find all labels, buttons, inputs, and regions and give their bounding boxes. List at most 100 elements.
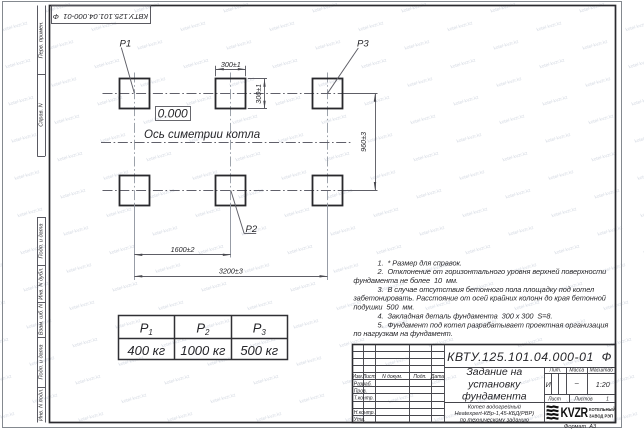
svg-text:kotel-kvzr.kz: kotel-kvzr.kz — [72, 336, 99, 348]
svg-text:И: И — [546, 380, 552, 389]
svg-text:kotel-kvzr.kz: kotel-kvzr.kz — [284, 206, 311, 218]
svg-text:kotel-kvzr.kz: kotel-kvzr.kz — [0, 336, 10, 348]
svg-text:Взам. шб. N: Взам. шб. N — [39, 303, 45, 335]
svg-text:kotel-kvzr.kz: kotel-kvzr.kz — [459, 169, 486, 181]
svg-text:kotel-kvzr.kz: kotel-kvzr.kz — [0, 299, 7, 311]
svg-text:Перв. примен.: Перв. примен. — [39, 21, 45, 58]
svg-text:Пров.: Пров. — [354, 388, 367, 394]
svg-text:kotel-kvzr.kz: kotel-kvzr.kz — [78, 411, 105, 423]
svg-text:kotel-kvzr.kz: kotel-kvzr.kz — [2, 20, 29, 32]
svg-text:kotel-kvzr.kz: kotel-kvzr.kz — [517, 336, 544, 348]
svg-text:kotel-kvzr.kz: kotel-kvzr.kz — [94, 57, 121, 69]
svg-text:kotel-kvzr.kz: kotel-kvzr.kz — [407, 76, 434, 88]
svg-text:Heatexpert-КВр-1,45-КБД(РВР): Heatexpert-КВр-1,45-КБД(РВР) — [454, 411, 534, 417]
svg-text:kotel-kvzr.kz: kotel-kvzr.kz — [183, 57, 210, 69]
svg-text:P3: P3 — [357, 39, 369, 50]
svg-text:kotel-kvzr.kz: kotel-kvzr.kz — [370, 169, 397, 181]
svg-text:по техническому заданию: по техническому заданию — [460, 417, 530, 423]
svg-text:Лист: Лист — [362, 374, 376, 380]
svg-text:ЗАВОД РЭП: ЗАВОД РЭП — [589, 413, 613, 418]
svg-text:kotel-kvzr.kz: kotel-kvzr.kz — [631, 94, 644, 106]
svg-text:kotel-kvzr.kz: kotel-kvzr.kz — [410, 113, 437, 125]
svg-text:Дата: Дата — [430, 374, 444, 380]
svg-text:kotel-kvzr.kz: kotel-kvzr.kz — [609, 373, 636, 385]
svg-text:kotel-kvzr.kz: kotel-kvzr.kz — [8, 94, 35, 106]
svg-text:5. Фундамент под котел разраб: 5. Фундамент под котел разрабатывает про… — [378, 320, 609, 329]
svg-text:kotel-kvzr.kz: kotel-kvzr.kz — [367, 132, 394, 144]
svg-text:kotel-kvzr.kz: kotel-kvzr.kz — [628, 57, 644, 69]
svg-text:kotel-kvzr.kz: kotel-kvzr.kz — [247, 299, 274, 311]
svg-text:kotel-kvzr.kz: kotel-kvzr.kz — [0, 373, 13, 385]
svg-text:kotel-kvzr.kz: kotel-kvzr.kz — [223, 1, 250, 13]
svg-text:kotel-kvzr.kz: kotel-kvzr.kz — [404, 39, 431, 51]
svg-text:kotel-kvzr.kz: kotel-kvzr.kz — [48, 39, 75, 51]
svg-text:kotel-kvzr.kz: kotel-kvzr.kz — [416, 187, 443, 199]
svg-text:kotel-kvzr.kz: kotel-kvzr.kz — [376, 243, 403, 255]
svg-text:kotel-kvzr.kz: kotel-kvzr.kz — [465, 243, 492, 255]
svg-text:Изм.: Изм. — [352, 374, 363, 380]
svg-text:kotel-kvzr.kz: kotel-kvzr.kz — [545, 132, 572, 144]
svg-text:kotel-kvzr.kz: kotel-kvzr.kz — [186, 94, 213, 106]
svg-text:P1: P1 — [120, 38, 132, 49]
svg-text:kotel-kvzr.kz: kotel-kvzr.kz — [0, 262, 4, 274]
svg-text:kotel-kvzr.kz: kotel-kvzr.kz — [180, 20, 207, 32]
svg-text:Подп. и дата: Подп. и дата — [39, 344, 45, 379]
svg-text:забетонировать. Расстояние от: забетонировать. Расстояние от осей крайн… — [352, 294, 605, 303]
svg-text:kotel-kvzr.kz: kotel-kvzr.kz — [579, 1, 606, 13]
svg-text:kotel-kvzr.kz: kotel-kvzr.kz — [287, 243, 314, 255]
svg-text:1. * Размер для справок.: 1. * Размер для справок. — [378, 258, 462, 267]
svg-text:Котел водогрейный: Котел водогрейный — [468, 403, 521, 410]
svg-text:3200±3: 3200±3 — [219, 267, 243, 276]
svg-text:kotel-kvzr.kz: kotel-kvzr.kz — [158, 299, 185, 311]
svg-text:kotel-kvzr.kz: kotel-kvzr.kz — [453, 94, 480, 106]
svg-text:kotel-kvzr.kz: kotel-kvzr.kz — [63, 225, 90, 237]
svg-text:kotel-kvzr.kz: kotel-kvzr.kz — [106, 206, 133, 218]
svg-text:kotel-kvzr.kz: kotel-kvzr.kz — [121, 392, 148, 404]
svg-text:КВТУ.125.101.04.000-01 Ф: КВТУ.125.101.04.000-01 Ф — [53, 12, 148, 21]
svg-text:kotel-kvzr.kz: kotel-kvzr.kz — [272, 57, 299, 69]
svg-text:kotel-kvzr.kz: kotel-kvzr.kz — [198, 243, 225, 255]
svg-text:kotel-kvzr.kz: kotel-kvzr.kz — [361, 57, 388, 69]
svg-text:Масштаб: Масштаб — [590, 368, 614, 374]
svg-text:kotel-kvzr.kz: kotel-kvzr.kz — [5, 57, 32, 69]
svg-text:kotel-kvzr.kz: kotel-kvzr.kz — [293, 318, 320, 330]
svg-text:kotel-kvzr.kz: kotel-kvzr.kz — [625, 20, 644, 32]
svg-text:kotel-kvzr.kz: kotel-kvzr.kz — [637, 169, 644, 181]
svg-text:kotel-kvzr.kz: kotel-kvzr.kz — [539, 57, 566, 69]
svg-text:Листов: Листов — [573, 396, 593, 402]
svg-text:kotel-kvzr.kz: kotel-kvzr.kz — [333, 262, 360, 274]
svg-text:kotel-kvzr.kz: kotel-kvzr.kz — [591, 150, 618, 162]
svg-text:kotel-kvzr.kz: kotel-kvzr.kz — [278, 132, 305, 144]
svg-text:КВТУ.125.101.04.000-01 Ф: КВТУ.125.101.04.000-01 Ф — [447, 350, 612, 364]
svg-text:kotel-kvzr.kz: kotel-kvzr.kz — [134, 1, 161, 13]
svg-text:kotel-kvzr.kz: kotel-kvzr.kz — [548, 169, 575, 181]
svg-text:kotel-kvzr.kz: kotel-kvzr.kz — [296, 355, 323, 367]
svg-text:1:20: 1:20 — [596, 380, 610, 389]
svg-text:kotel-kvzr.kz: kotel-kvzr.kz — [588, 113, 615, 125]
svg-text:kotel-kvzr.kz: kotel-kvzr.kz — [210, 392, 237, 404]
svg-text:1: 1 — [606, 396, 609, 402]
svg-text:kotel-kvzr.kz: kotel-kvzr.kz — [109, 243, 136, 255]
svg-text:kotel-kvzr.kz: kotel-kvzr.kz — [51, 76, 78, 88]
svg-text:kotel-kvzr.kz: kotel-kvzr.kz — [0, 225, 1, 237]
svg-text:kotel-kvzr.kz: kotel-kvzr.kz — [505, 187, 532, 199]
svg-text:Ось симетрии котла: Ось симетрии котла — [144, 129, 260, 141]
svg-text:kotel-kvzr.kz: kotel-kvzr.kz — [520, 373, 547, 385]
svg-text:kotel-kvzr.kz: kotel-kvzr.kz — [462, 206, 489, 218]
svg-text:kotel-kvzr.kz: kotel-kvzr.kz — [201, 280, 228, 292]
svg-text:Задание на: Задание на — [466, 366, 522, 378]
svg-text:kotel-kvzr.kz: kotel-kvzr.kz — [244, 262, 271, 274]
svg-text:kotel-kvzr.kz: kotel-kvzr.kz — [419, 225, 446, 237]
svg-text:Лит.: Лит. — [549, 368, 562, 374]
svg-text:kotel-kvzr.kz: kotel-kvzr.kz — [401, 1, 428, 13]
svg-text:Утв.: Утв. — [354, 417, 365, 423]
svg-text:kotel-kvzr.kz: kotel-kvzr.kz — [75, 373, 102, 385]
svg-text:КОТЕЛЬНЫЙ: КОТЕЛЬНЫЙ — [589, 404, 615, 412]
svg-text:kotel-kvzr.kz: kotel-kvzr.kz — [312, 1, 339, 13]
svg-text:2. Отклонение от горизонтальн: 2. Отклонение от горизонтального уровня … — [377, 267, 607, 276]
svg-text:kotel-kvzr.kz: kotel-kvzr.kz — [493, 39, 520, 51]
svg-text:kotel-kvzr.kz: kotel-kvzr.kz — [508, 225, 535, 237]
svg-text:kotel-kvzr.kz: kotel-kvzr.kz — [413, 150, 440, 162]
svg-text:kotel-kvzr.kz: kotel-kvzr.kz — [536, 20, 563, 32]
svg-text:kotel-kvzr.kz: kotel-kvzr.kz — [14, 169, 41, 181]
